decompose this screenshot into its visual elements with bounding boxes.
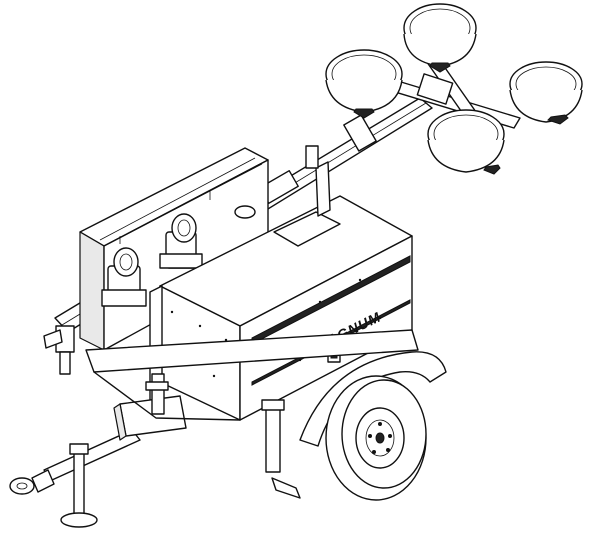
stabilizer-left [145,373,169,415]
cable-reel-right [159,213,203,269]
stabilizer-rear [43,325,75,375]
cable-reel-left [101,247,147,307]
lamp-head-top [403,3,477,73]
lamp-head-front [427,109,505,175]
tow-coupler [9,469,55,495]
lamp-head-left [325,49,403,119]
lamp-head-right [509,61,583,125]
wheel [325,375,427,501]
main-enclosure [159,195,413,421]
trailer-frame [43,329,419,481]
stabilizer-front-right [261,399,301,499]
jack-stand-front [60,443,98,528]
